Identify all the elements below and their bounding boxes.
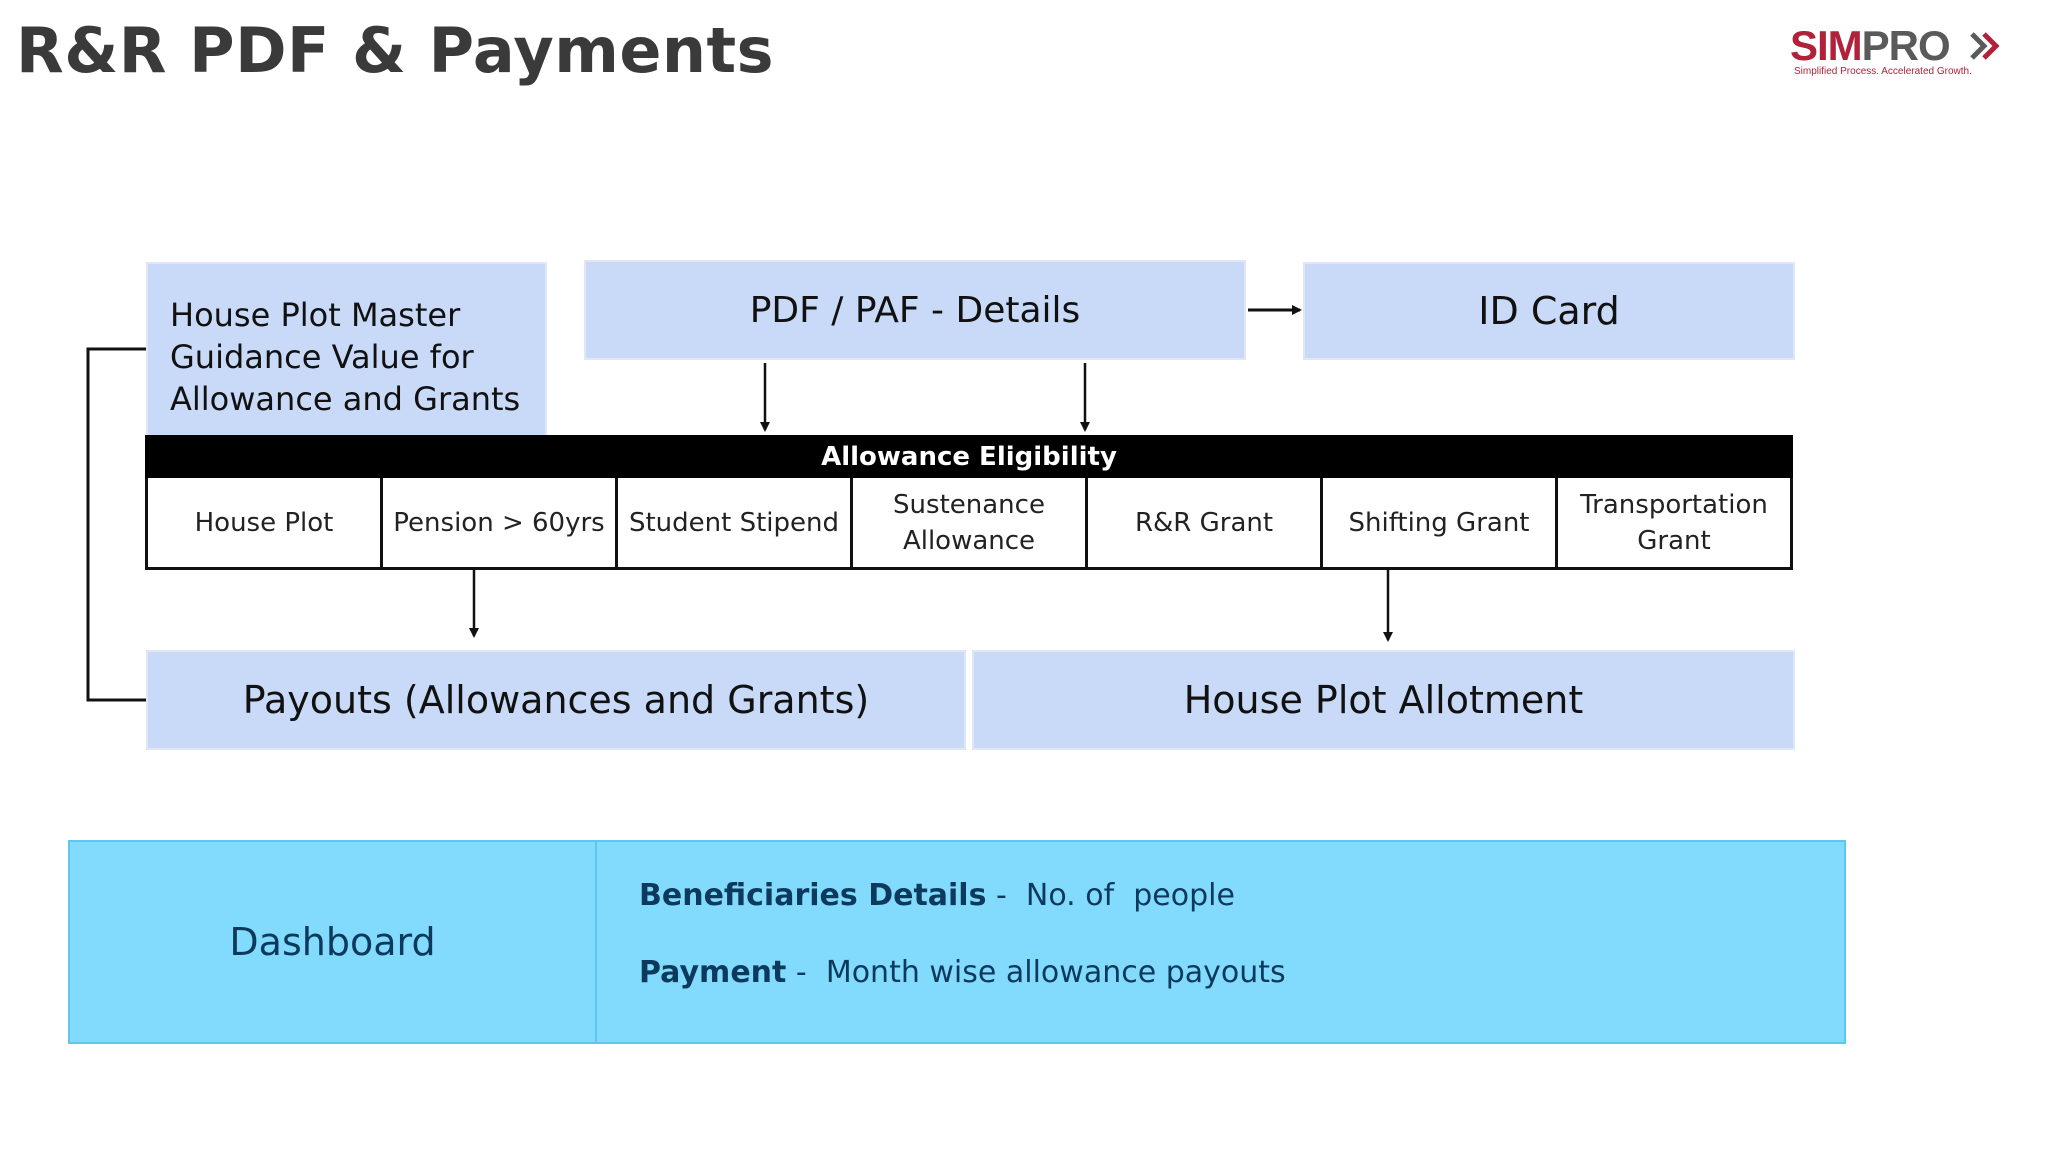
eligibility-item-transportation-grant: Transportation Grant [1555, 478, 1790, 567]
payouts-box: Payouts (Allowances and Grants) [146, 650, 966, 750]
dashboard-row-beneficiaries: Beneficiaries Details - No. of people [639, 878, 1844, 955]
house-plot-master-label: House Plot Master Guidance Value for All… [170, 296, 521, 418]
house-plot-allotment-label: House Plot Allotment [1183, 678, 1584, 722]
dashboard-label: Dashboard [70, 842, 597, 1042]
eligibility-item-rr-grant: R&R Grant [1085, 478, 1320, 567]
page-title: R&R PDF & Payments [16, 14, 775, 87]
house-plot-master-box: House Plot Master Guidance Value for All… [146, 262, 547, 437]
house-plot-allotment-box: House Plot Allotment [972, 650, 1795, 750]
logo-wordmark: SIMPRO [1790, 22, 1951, 69]
simpro-logo: SIMPRO Simplified Process. Accelerated G… [1790, 24, 2010, 84]
payouts-label: Payouts (Allowances and Grants) [242, 678, 870, 722]
dashboard-row-payment: Payment - Month wise allowance payouts [639, 955, 1844, 1032]
double-chevron-icon [1970, 32, 2000, 60]
dashboard-details: Beneficiaries Details - No. of people Pa… [597, 842, 1844, 1042]
dashboard-description: No. of people [1025, 878, 1235, 913]
connector-master-to-payouts [86, 347, 149, 702]
dashboard-separator: - [786, 955, 826, 990]
eligibility-item-shifting-grant: Shifting Grant [1320, 478, 1555, 567]
logo-tagline: Simplified Process. Accelerated Growth. [1794, 66, 1972, 77]
pdf-paf-details-box: PDF / PAF - Details [584, 260, 1246, 360]
logo-word-pro: PRO [1861, 22, 1951, 69]
eligibility-item-house-plot: House Plot [194, 507, 334, 538]
pdf-paf-details-label: PDF / PAF - Details [749, 289, 1081, 331]
eligibility-item-student-stipend: Student Stipend [615, 478, 850, 567]
dashboard-separator: - [986, 878, 1026, 913]
id-card-box: ID Card [1303, 262, 1795, 360]
diagram-connectors [86, 305, 1393, 702]
dashboard-panel: Dashboard Beneficiaries Details - No. of… [68, 840, 1846, 1044]
dashboard-term: Payment [639, 955, 787, 990]
rr-process-diagram: House Plot Master Guidance Value for All… [86, 250, 1820, 800]
eligibility-item-pension: Pension > 60yrs [380, 478, 615, 567]
eligibility-items-row: House Plot Pension > 60yrs Student Stipe… [145, 478, 1793, 570]
allowance-eligibility-header: Allowance Eligibility [145, 435, 1793, 478]
id-card-label: ID Card [1478, 289, 1620, 333]
eligibility-item-sustenance-allowance: Sustenance Allowance [850, 478, 1085, 567]
dashboard-term: Beneficiaries Details [639, 878, 987, 913]
dashboard-description: Month wise allowance payouts [825, 955, 1286, 990]
logo-word-sim: SIM [1790, 22, 1863, 69]
